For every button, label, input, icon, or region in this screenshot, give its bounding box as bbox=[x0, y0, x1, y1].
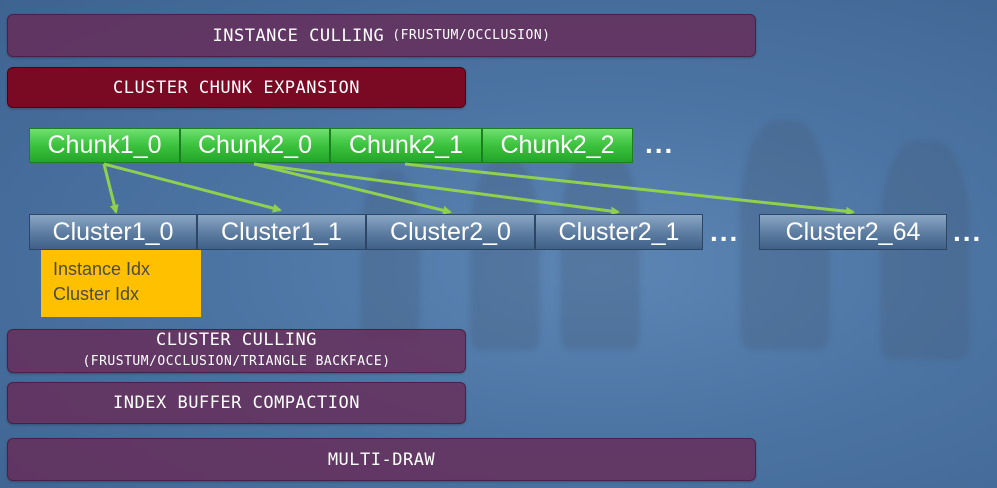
cluster-culling-sublabel: (FRUSTUM/OCCLUSION/TRIANGLE BACKFACE) bbox=[82, 354, 391, 369]
index-buffer-compaction-label: INDEX BUFFER COMPACTION bbox=[113, 393, 360, 413]
cluster-info-box: Instance Idx Cluster Idx bbox=[41, 250, 201, 317]
instance-culling-stage: INSTANCE CULLING (FRUSTUM/OCCLUSION) bbox=[7, 14, 756, 57]
multi-draw-stage: MULTI-DRAW bbox=[7, 438, 756, 481]
chunk-box: Chunk2_2 bbox=[482, 128, 633, 163]
instance-culling-label: INSTANCE CULLING bbox=[212, 25, 385, 46]
cluster-box: Cluster2_1 bbox=[535, 214, 703, 250]
chunk-label: Chunk2_2 bbox=[500, 131, 615, 159]
chunk-box: Chunk2_1 bbox=[330, 128, 482, 163]
arrow-chunk2_0-cluster2_0 bbox=[253, 162, 452, 215]
chunks-ellipsis: ... bbox=[645, 128, 675, 159]
cluster-label: Cluster2_64 bbox=[785, 217, 921, 246]
cluster-chunk-expansion-stage: CLUSTER CHUNK EXPANSION bbox=[7, 67, 466, 108]
chunk-box: Chunk1_0 bbox=[29, 128, 180, 163]
chunk-label: Chunk2_0 bbox=[198, 131, 312, 159]
arrow-chunk1_0-cluster1_1 bbox=[103, 162, 282, 213]
chunk-label: Chunk1_0 bbox=[47, 131, 162, 159]
cluster-box: Cluster2_0 bbox=[366, 214, 535, 250]
instance-culling-sublabel: (FRUSTUM/OCCLUSION) bbox=[392, 28, 551, 43]
cluster-box: Cluster2_64 bbox=[759, 214, 947, 250]
cluster-label: Cluster1_0 bbox=[52, 217, 174, 246]
cluster-box: Cluster1_1 bbox=[197, 214, 366, 250]
background-figure bbox=[560, 150, 640, 350]
index-buffer-compaction-stage: INDEX BUFFER COMPACTION bbox=[7, 382, 466, 424]
background-figure bbox=[360, 170, 420, 340]
arrow-chunk1_0-cluster1_0 bbox=[102, 163, 119, 214]
cluster-culling-label: CLUSTER CULLING bbox=[155, 330, 318, 350]
cluster-chunk-expansion-label: CLUSTER CHUNK EXPANSION bbox=[113, 77, 360, 98]
cluster-label: Cluster1_1 bbox=[221, 217, 342, 246]
cluster-idx-label: Cluster Idx bbox=[53, 284, 140, 304]
instance-idx-label: Instance Idx bbox=[53, 259, 151, 279]
chunk-label: Chunk2_1 bbox=[349, 131, 463, 159]
background-figure bbox=[880, 140, 970, 360]
background-figure bbox=[470, 160, 540, 350]
multi-draw-label: MULTI-DRAW bbox=[327, 449, 436, 470]
cluster-culling-stage: CLUSTER CULLING (FRUSTUM/OCCLUSION/TRIAN… bbox=[7, 329, 466, 373]
clusters-ellipsis-end: ... bbox=[953, 216, 983, 247]
cluster-label: Cluster2_0 bbox=[390, 217, 511, 246]
chunk-box: Chunk2_0 bbox=[180, 128, 330, 163]
clusters-ellipsis-mid: ... bbox=[710, 216, 740, 247]
cluster-label: Cluster2_1 bbox=[558, 217, 680, 246]
cluster-box: Cluster1_0 bbox=[29, 214, 197, 250]
